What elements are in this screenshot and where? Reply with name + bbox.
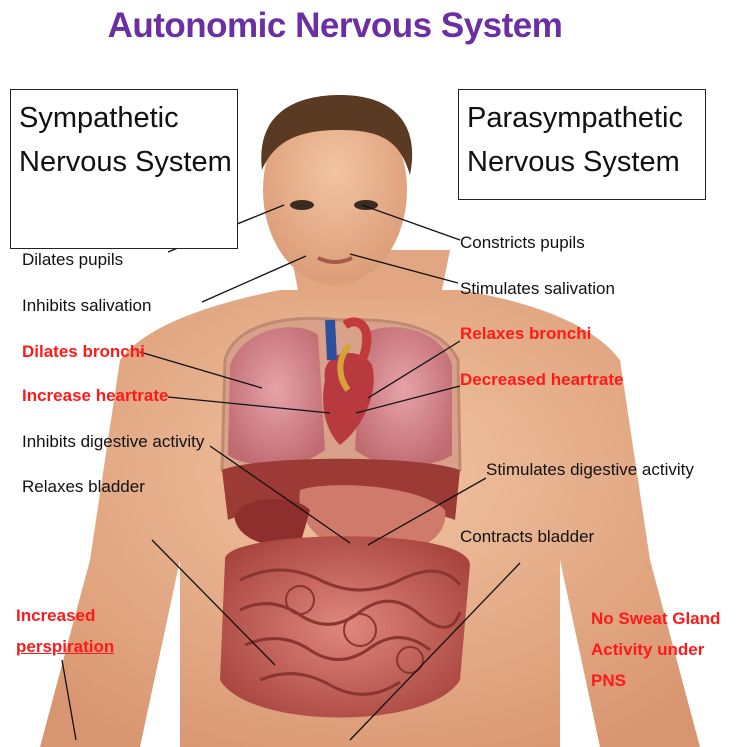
- sympathetic-box: Sympathetic Nervous System: [10, 89, 238, 249]
- label-inhibits-digestive: Inhibits digestive activity: [22, 432, 204, 452]
- perspiration-line2: perspiration: [16, 631, 114, 662]
- label-decreased-heartrate: Decreased heartrate: [460, 370, 623, 390]
- label-relaxes-bladder: Relaxes bladder: [22, 477, 145, 497]
- sympathetic-title-line1: Sympathetic: [19, 96, 237, 140]
- parasympathetic-box: Parasympathetic Nervous System: [458, 89, 706, 200]
- label-inhibits-salivation: Inhibits salivation: [22, 296, 151, 316]
- label-increase-heartrate: Increase heartrate: [22, 386, 168, 406]
- label-contracts-bladder: Contracts bladder: [460, 527, 594, 547]
- sweat-line2: Activity under: [591, 634, 720, 665]
- sweat-line1: No Sweat Gland: [591, 603, 720, 634]
- label-relaxes-bronchi: Relaxes bronchi: [460, 324, 591, 344]
- label-dilates-pupils: Dilates pupils: [22, 250, 123, 270]
- sweat-line3: PNS: [591, 665, 720, 696]
- intestines: [220, 536, 470, 717]
- label-dilates-bronchi: Dilates bronchi: [22, 342, 145, 362]
- perspiration-line1: Increased: [16, 600, 114, 631]
- label-stimulates-salivation: Stimulates salivation: [460, 279, 615, 299]
- parasympathetic-title-line1: Parasympathetic: [467, 96, 705, 140]
- label-no-sweat-gland: No Sweat Gland Activity under PNS: [591, 603, 720, 696]
- label-increased-perspiration: Increased perspiration: [16, 600, 114, 662]
- label-constricts-pupils: Constricts pupils: [460, 233, 585, 253]
- sympathetic-title-line2: Nervous System: [19, 140, 237, 184]
- label-stimulates-digestive: Stimulates digestive activity: [486, 460, 694, 480]
- parasympathetic-title-line2: Nervous System: [467, 140, 705, 184]
